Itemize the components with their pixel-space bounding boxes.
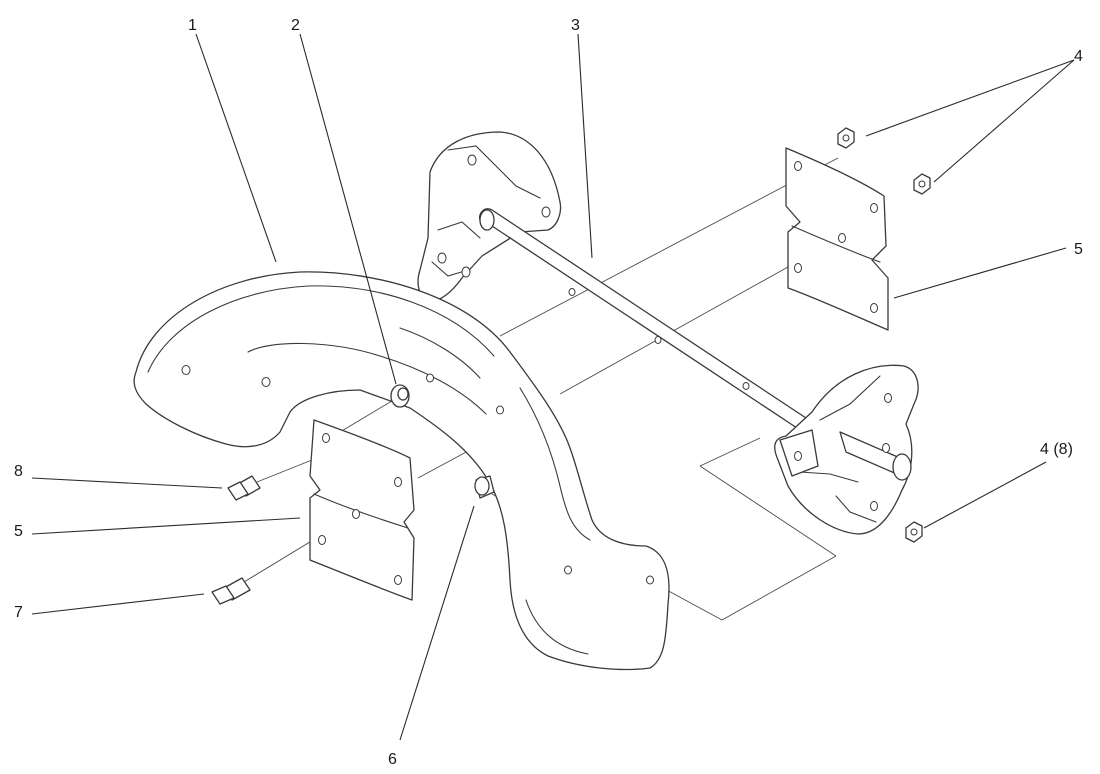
callout-1: 1	[188, 17, 197, 34]
callout-6: 6	[388, 751, 397, 768]
scraper-plate-right	[785, 147, 889, 331]
flighting-bushing	[474, 475, 495, 499]
auger-flighting	[133, 271, 670, 671]
bolt-8	[227, 475, 261, 501]
bushing	[390, 384, 410, 408]
callout-7: 7	[14, 604, 23, 621]
front-spider-plate	[774, 364, 919, 535]
scraper-plate-left	[309, 419, 415, 601]
callout-5-right: 5	[1074, 241, 1083, 258]
callout-labels: 1 2 3 4 5 4 (8) 8 5 7 6	[14, 17, 1083, 768]
leader-lines	[31, 33, 1075, 741]
callout-4-top: 4	[1074, 48, 1083, 65]
shaft-end	[479, 209, 495, 231]
shaft-assembly	[417, 131, 807, 431]
callout-4-8: 4 (8)	[1040, 441, 1073, 458]
callout-8: 8	[14, 463, 23, 480]
bolt-7	[211, 577, 251, 605]
nut-lower-right	[905, 521, 923, 543]
callout-3: 3	[571, 17, 580, 34]
callout-5-left: 5	[14, 523, 23, 540]
nuts-top	[837, 127, 931, 195]
callout-2: 2	[291, 17, 300, 34]
